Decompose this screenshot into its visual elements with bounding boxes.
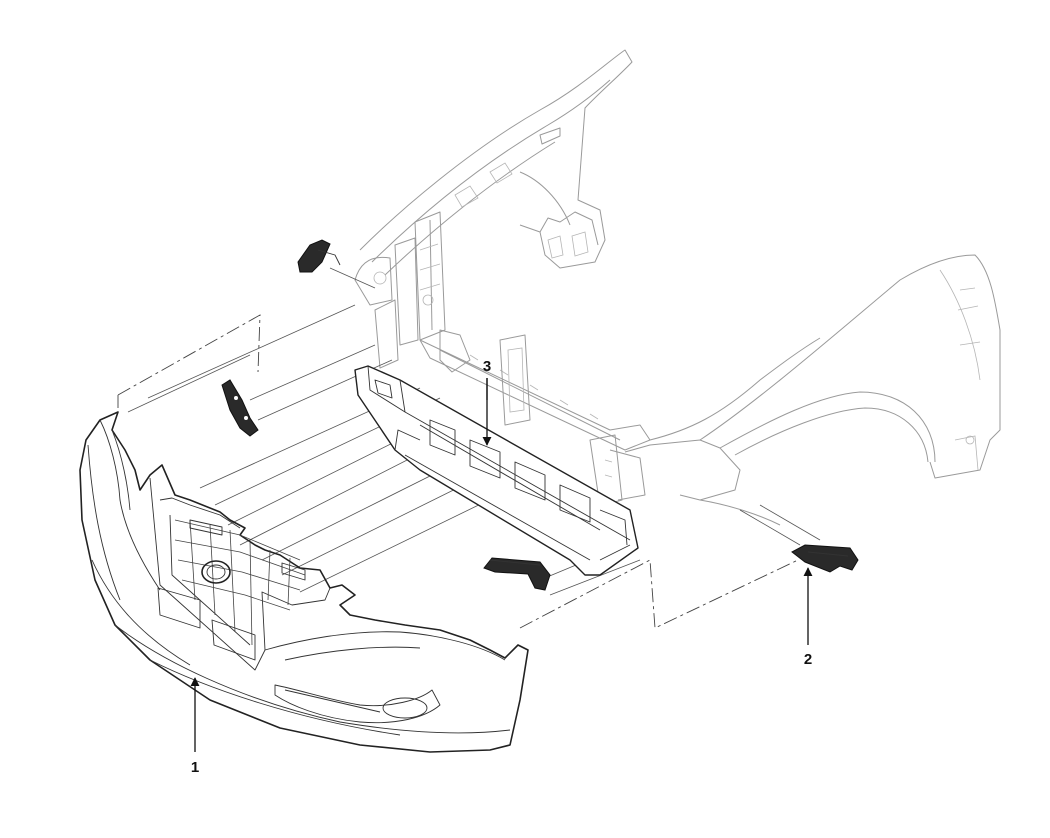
upper-left-mounting-bracket — [297, 239, 341, 273]
left-side-bracket — [221, 379, 259, 437]
callout-2: 2 — [803, 567, 813, 668]
callout-3-label: 3 — [483, 358, 491, 375]
bumper-beam-absorber — [354, 365, 639, 576]
callout-3: 3 — [482, 358, 492, 446]
callout-1: 1 — [190, 677, 200, 776]
callout-1-label: 1 — [191, 759, 199, 776]
alignment-dash-lines — [117, 314, 799, 629]
front-bumper-cover — [79, 411, 529, 753]
right-side-bracket — [791, 544, 859, 573]
center-lower-bracket — [483, 557, 551, 591]
callout-2-label: 2 — [804, 651, 812, 668]
vehicle-body-frame — [354, 49, 1001, 526]
